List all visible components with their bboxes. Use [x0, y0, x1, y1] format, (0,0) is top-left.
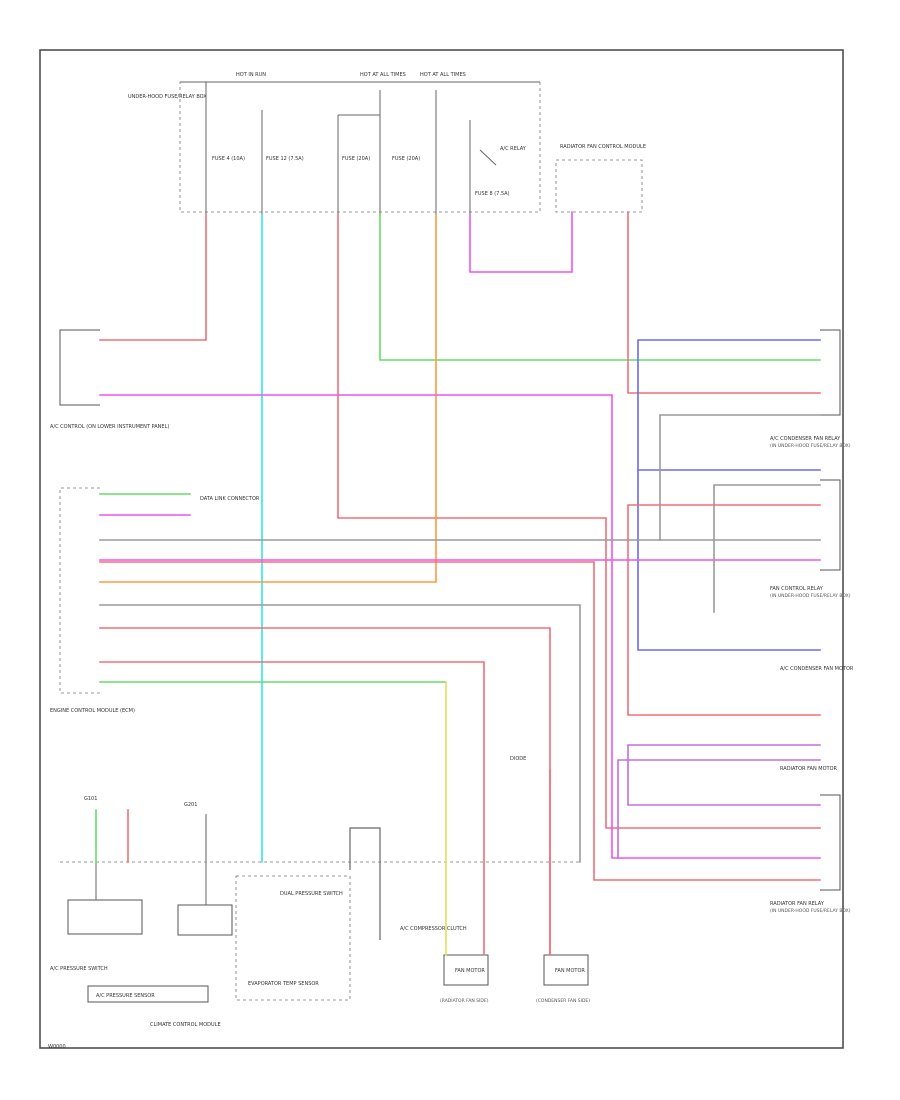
rad-fan-motor-label: RADIATOR FAN MOTOR [780, 766, 838, 772]
ground-box-2 [177, 904, 233, 936]
wire-red-3 [627, 211, 821, 394]
ground-box-1 [67, 899, 143, 935]
figure-id: W0000 [48, 1044, 66, 1050]
fan-motor-b-location: (CONDENSER FAN SIDE) [536, 998, 590, 1004]
wire-purple-2 [617, 759, 821, 859]
climate-module-box [235, 875, 351, 1001]
ac-lower-unit-box [59, 329, 100, 406]
wire-red-5 [99, 627, 551, 956]
wire-gray-2 [99, 604, 581, 863]
wire-gray-3 [659, 414, 821, 541]
radiator-fan-module-box [555, 159, 643, 213]
fan-motor-a-location: (RADIATOR FAN SIDE) [440, 998, 489, 1004]
ecm-box [59, 487, 100, 694]
climate-sub-box [87, 985, 209, 1003]
rad-fan-relay-location: (IN UNDER-HOOD FUSE/RELAY BOX) [770, 908, 851, 914]
fan-motor-b-label: FAN MOTOR [555, 968, 585, 974]
fuse-c-label: FUSE (20A) [342, 156, 370, 162]
wire-red-6 [99, 661, 485, 956]
wire-red-2 [337, 214, 821, 829]
wire-magenta-1 [469, 211, 573, 273]
wire-red-1 [99, 214, 207, 341]
fuse-block-label: UNDER-HOOD FUSE/RELAY BOX [128, 94, 207, 100]
ground-2-label: G201 [184, 802, 197, 808]
fuse-d-label: FUSE (20A) [392, 156, 420, 162]
ac-lower-unit-label: A/C CONTROL (ON LOWER INSTRUMENT PANEL) [50, 424, 169, 430]
wire-red-7 [627, 504, 821, 716]
relay-main-label: A/C RELAY [500, 146, 527, 152]
cond-fan-motor-label: A/C CONDENSER FAN MOTOR [780, 666, 854, 672]
wire-red-4 [99, 561, 821, 881]
diode-label: DIODE [510, 756, 526, 762]
climate-sub-label: A/C PRESSURE SENSOR [96, 993, 155, 999]
data-link-label: DATA LINK CONNECTOR [200, 496, 260, 502]
climate-module-label: CLIMATE CONTROL MODULE [150, 1022, 221, 1028]
ecm-label: ENGINE CONTROL MODULE (ECM) [50, 708, 135, 714]
fan-relay-2-label: FAN CONTROL RELAY [770, 586, 824, 592]
wire-green [379, 214, 821, 361]
wire-orange [99, 214, 437, 583]
evap-sensor-label: EVAPORATOR TEMP SENSOR [248, 981, 319, 987]
top-bus-label-1: HOT IN RUN [236, 72, 266, 78]
dual-pressure-label: DUAL PRESSURE SWITCH [280, 891, 343, 897]
top-bus-label-3: HOT AT ALL TIMES [420, 72, 466, 78]
fan-relay-1-location: (IN UNDER-HOOD FUSE/RELAY BOX) [770, 443, 851, 449]
radiator-fan-label: RADIATOR FAN CONTROL MODULE [560, 144, 646, 150]
fan-motor-b-box [543, 954, 589, 986]
rad-fan-relay-label: RADIATOR FAN RELAY [770, 901, 825, 907]
relay-fuse-label: FUSE 8 (7.5A) [475, 191, 510, 197]
fuse-a-label: FUSE 4 (10A) [212, 156, 245, 162]
ground-1-label: G101 [84, 796, 97, 802]
diagram-frame [39, 49, 844, 1049]
ac-comp-clutch-label: A/C COMPRESSOR CLUTCH [400, 926, 467, 932]
fan-relay-1-box [820, 329, 841, 416]
fan-relay-2-location: (IN UNDER-HOOD FUSE/RELAY BOX) [770, 593, 851, 599]
fan-relay-1-label: A/C CONDENSER FAN RELAY [770, 436, 841, 442]
wire-blue [637, 339, 821, 651]
fan-motor-a-box [443, 954, 489, 986]
wire-gray-4 [713, 484, 821, 613]
rad-fan-relay-box [820, 794, 841, 891]
wire-magenta-2 [99, 394, 821, 859]
pressure-switch-label: A/C PRESSURE SWITCH [50, 966, 108, 972]
wire-purple-1 [627, 744, 821, 806]
fan-relay-2-box [820, 479, 841, 571]
fan-motor-a-label: FAN MOTOR [455, 968, 485, 974]
top-bus-label-2: HOT AT ALL TIMES [360, 72, 406, 78]
fuse-b-label: FUSE 12 (7.5A) [266, 156, 304, 162]
